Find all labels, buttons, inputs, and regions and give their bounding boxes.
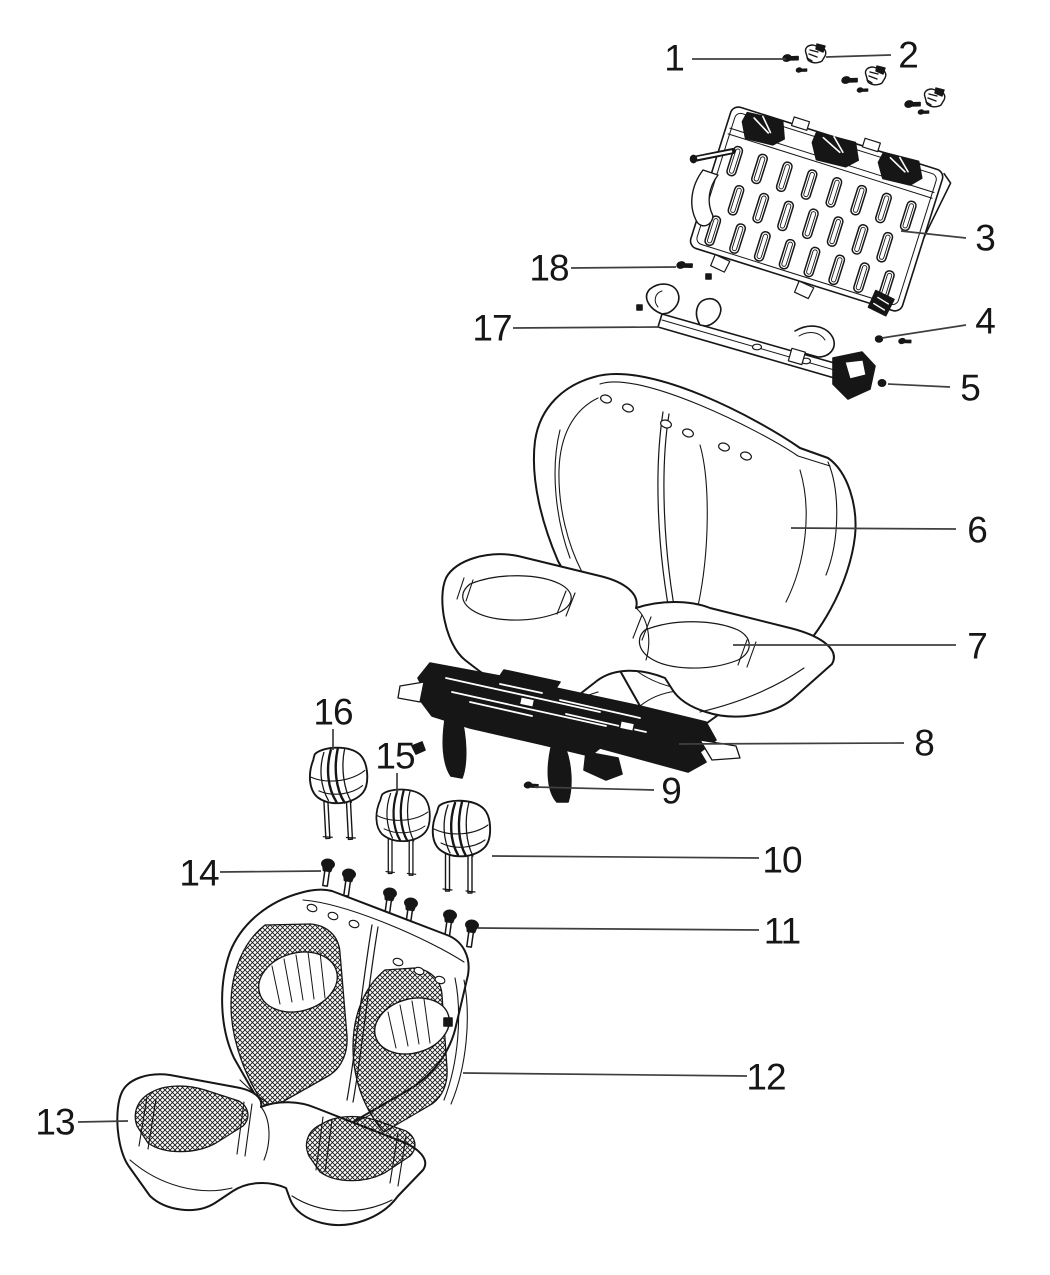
leader-line-5	[887, 383, 951, 388]
clip-dot	[636, 304, 643, 311]
callout-10[interactable]: 10	[762, 839, 802, 881]
leader-line-4	[881, 324, 967, 339]
leader-line-18	[570, 266, 677, 269]
callout-9[interactable]: 9	[661, 770, 682, 812]
callout-11[interactable]: 11	[763, 910, 801, 952]
seat-back-cover	[221, 888, 470, 1143]
callout-8[interactable]: 8	[914, 722, 935, 764]
callout-7[interactable]: 7	[967, 625, 988, 667]
callout-17[interactable]: 17	[472, 307, 512, 349]
leader-line-2	[825, 54, 892, 58]
seat-cushion-cover	[116, 1073, 427, 1226]
leader-line-17	[512, 326, 660, 329]
leader-line-3	[900, 230, 967, 239]
leader-line-12	[462, 1072, 748, 1077]
seat-back-panel	[689, 106, 952, 317]
leader-line-9	[533, 786, 655, 791]
pivot-crossbar	[645, 283, 876, 400]
callout-1[interactable]: 1	[664, 37, 685, 79]
leader-line-6	[790, 527, 957, 530]
callout-15[interactable]: 15	[375, 735, 415, 777]
headrest-clip-15	[411, 741, 426, 755]
pivot-pin-4	[874, 335, 884, 343]
leader-line-13	[77, 1120, 129, 1123]
bolt-5	[877, 378, 887, 387]
leader-line-8	[678, 742, 905, 745]
callout-5[interactable]: 5	[960, 367, 981, 409]
callout-6[interactable]: 6	[967, 509, 988, 551]
callout-14[interactable]: 14	[179, 852, 219, 894]
callout-3[interactable]: 3	[975, 217, 996, 259]
seat-cushion-frame	[397, 662, 741, 803]
callout-4[interactable]: 4	[975, 300, 996, 342]
leader-line-10	[491, 855, 760, 859]
callout-13[interactable]: 13	[35, 1101, 75, 1143]
callout-16[interactable]: 16	[313, 691, 353, 733]
leader-line-14	[219, 870, 322, 873]
callout-2[interactable]: 2	[898, 34, 919, 76]
clip-dot	[705, 273, 712, 280]
callout-12[interactable]: 12	[746, 1056, 786, 1098]
callout-18[interactable]: 18	[529, 247, 569, 289]
leader-line-11	[477, 927, 760, 931]
